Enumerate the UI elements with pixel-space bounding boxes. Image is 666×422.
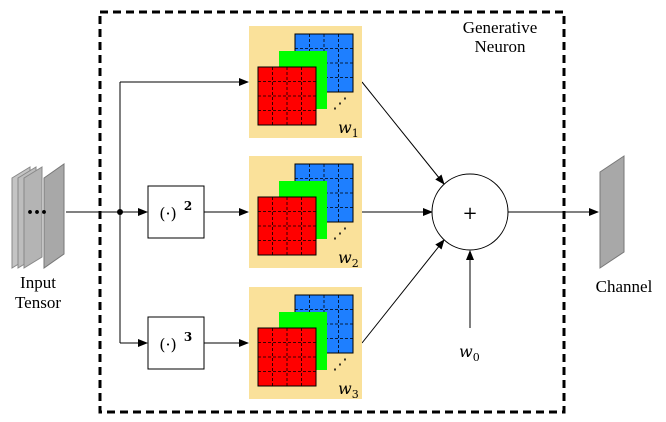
power-block-cube-base: (·) (159, 335, 177, 354)
filter-red (257, 327, 317, 387)
power-block-cube-exponent: 3 (184, 330, 192, 344)
filter-stack-1: ⋰ (249, 26, 362, 138)
power-block-square-base: (·) (159, 204, 177, 223)
branch-junction (117, 209, 123, 215)
input-tensor-label-line1: Input (20, 273, 56, 292)
weight-w3-label: w3 (338, 379, 359, 401)
output-channel (599, 155, 625, 269)
bias-w0-label: w0 (459, 342, 480, 364)
power-block-square: (·) 2 (147, 185, 205, 239)
summation-symbol: + (462, 203, 477, 224)
output-channel-label: Channel (596, 277, 653, 296)
filter-red (257, 66, 317, 126)
filter-ellipsis: ⋰ (333, 94, 348, 112)
summation-node (431, 173, 509, 251)
power-block-square-exponent: 2 (184, 199, 192, 213)
neuron-title-line2: Neuron (475, 37, 526, 56)
filter-stack-3: ⋰ (249, 287, 362, 399)
filter-stack-2: ⋰ (249, 156, 362, 268)
input-tensor-label-line2: Tensor (15, 293, 61, 312)
weight-w2-label: w2 (338, 248, 359, 270)
weight-w1-label: w1 (338, 118, 359, 140)
input-tensor-dots: ••• (26, 206, 47, 219)
filter-ellipsis: ⋰ (333, 355, 348, 373)
power-block-cube: (·) 3 (147, 316, 205, 370)
filter-red (257, 196, 317, 256)
filter-ellipsis: ⋰ (333, 224, 348, 242)
neuron-title-line1: Generative (463, 18, 538, 37)
input-tensor: ••• (11, 163, 65, 269)
